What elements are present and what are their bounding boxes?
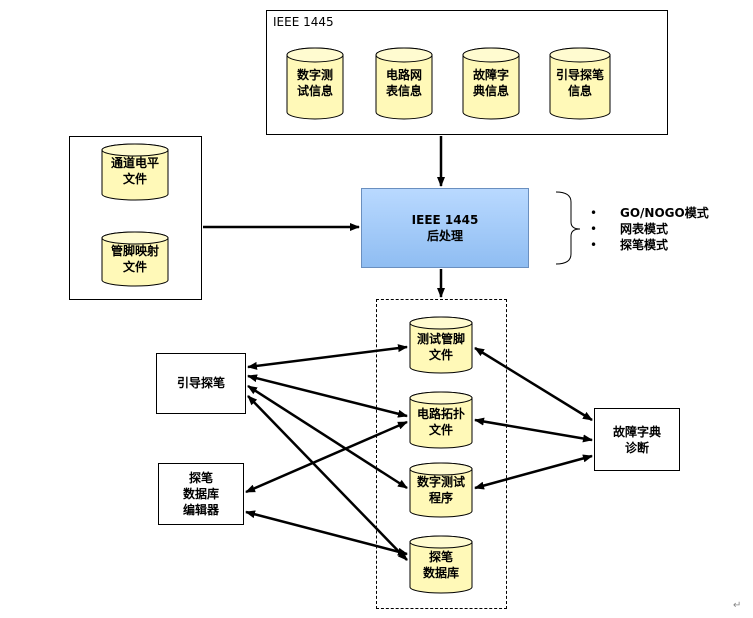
arrow-guide-testpin [247,344,408,370]
arrow-diag-topology [474,417,593,443]
cylinder-netlist-info: 电路网 表信息 [375,47,433,120]
cylinder-label: 测试管脚 文件 [416,332,465,362]
mode-label: GO/NOGO模式 [620,206,709,220]
mode-label: 探笔模式 [620,238,669,252]
cylinder-channel-level-file: 通道电平 文件 [101,143,169,201]
cylinder-label: 管脚映射 文件 [110,244,159,274]
mode-list: •GO/NOGO模式 •网表模式 •探笔模式 [590,205,709,253]
cylinder-label: 电路拓扑 文件 [416,407,465,437]
arrow-diag-program [474,454,593,490]
cylinder-label: 数字测 试信息 [296,68,333,98]
arrow-guide-program [247,384,408,490]
cylinder-pin-map-file: 管脚映射 文件 [101,231,169,287]
mode-label: 网表模式 [620,222,669,236]
cylinder-circuit-topology-file: 电路拓扑 文件 [409,391,473,449]
arrow-guide-topology [247,374,408,418]
fault-dict-diagnosis-box: 故障字典 诊断 [594,408,680,471]
return-mark-icon: ↵ [733,600,742,611]
fault-dict-diagnosis-label: 故障字典 诊断 [612,425,661,455]
cylinder-probe-database: 探笔 数据库 [409,535,473,594]
cylinder-test-pin-file: 测试管脚 文件 [409,316,473,374]
mode-item: •网表模式 [590,222,669,236]
ieee-1445-box-title: IEEE 1445 [273,15,334,29]
cylinder-guide-probe-info: 引导探笔 信息 [549,47,611,120]
mode-item: •GO/NOGO模式 [590,206,709,220]
cylinder-digital-test-info: 数字测 试信息 [286,47,344,120]
arrow-guide-probedb [247,395,408,561]
guide-probe-label: 引导探笔 [176,376,225,390]
post-processing-label: IEEE 1445 后处理 [411,213,479,243]
guide-probe-box: 引导探笔 [156,353,246,414]
probe-db-editor-label: 探笔 数据库 编辑器 [182,471,219,517]
cylinder-label: 探笔 数据库 [422,550,459,580]
cylinder-fault-dict-info: 故障字 典信息 [462,47,520,120]
arrow-diag-testpin [474,346,593,422]
arrow-editor-topology [245,420,408,494]
mode-item: •探笔模式 [590,238,669,252]
cylinder-label: 引导探笔 信息 [555,68,604,98]
probe-db-editor-box: 探笔 数据库 编辑器 [158,463,244,525]
arrow-editor-probedb [245,510,408,556]
post-processing-box: IEEE 1445 后处理 [361,188,529,268]
mode-brace [555,191,581,265]
cylinder-label: 电路网 表信息 [385,68,422,98]
cylinder-label: 数字测试 程序 [416,475,465,505]
cylinder-digital-test-program: 数字测试 程序 [409,462,473,518]
cylinder-label: 故障字 典信息 [472,68,509,98]
cylinder-label: 通道电平 文件 [110,156,159,186]
